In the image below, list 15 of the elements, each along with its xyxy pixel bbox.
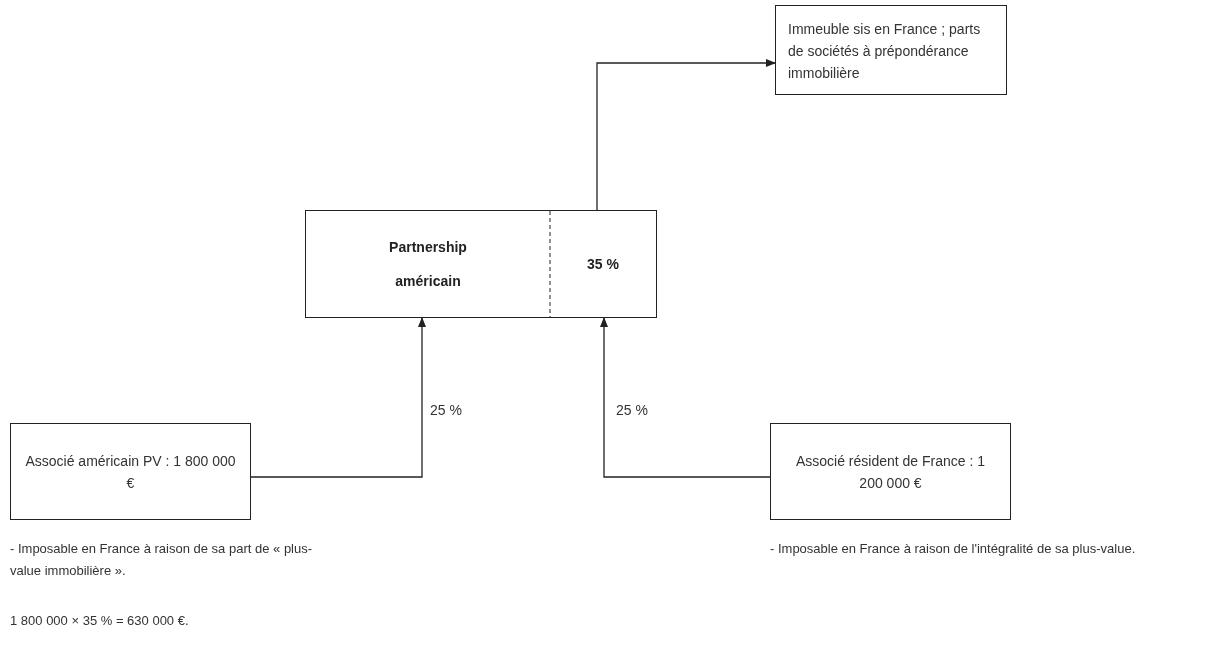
note-text: 1 800 000 × 35 % = 630 000 €. — [10, 612, 190, 630]
entity-box — [775, 5, 1007, 95]
note-text: - Imposable en France à raison de sa part de « plus-value immobilière ». — [10, 540, 314, 580]
percentage-text: 35 % — [587, 254, 619, 274]
partnership-box — [305, 210, 657, 318]
entity-box — [10, 423, 251, 520]
arrow — [600, 317, 771, 478]
note-text: - Imposable en France à raison de l'intégralité de sa plus-value. — [770, 540, 1137, 558]
arrow — [250, 317, 426, 478]
node-text: Associé résident de France : 1 200 000 € — [794, 451, 987, 493]
node-text: Immeuble sis en France ; parts de sociétés à prépondérance immobilière — [788, 20, 982, 83]
arrow — [596, 59, 776, 211]
node-title: Partnership américain — [388, 238, 468, 291]
node-text: Associé américain PV : 1 800 000 € — [24, 451, 237, 493]
entity-box — [770, 423, 1011, 520]
